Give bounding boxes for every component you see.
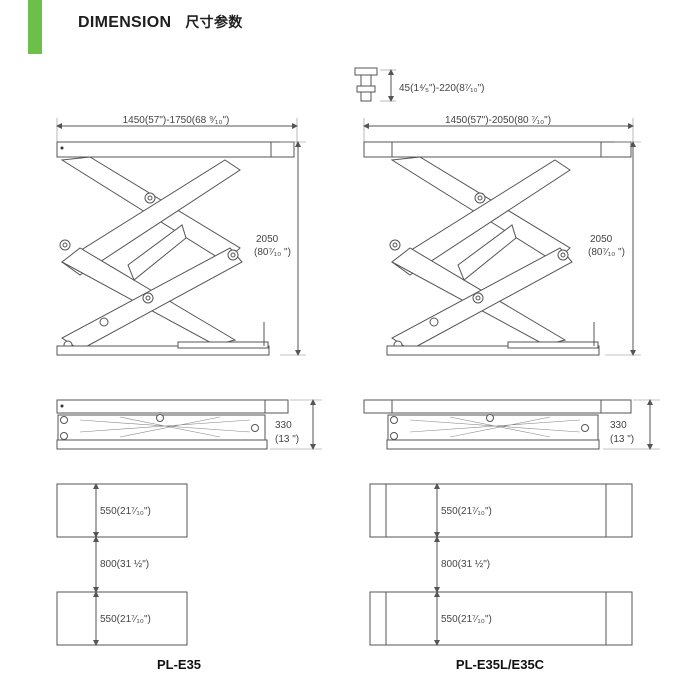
right-gap-label: 800(31 ½") (441, 559, 490, 570)
adapter-block (354, 67, 396, 102)
left-low-height-in-label: (13 ") (275, 434, 299, 445)
right-pad-width-top: 550(21⁷⁄₁₀") (441, 506, 492, 517)
right-height-in-label: (80⁷⁄₁₀ ") (588, 247, 625, 258)
left-scissor-arms (60, 156, 243, 351)
right-pad-top (369, 483, 633, 538)
right-low-height-label: 330 (610, 420, 627, 431)
left-top-view: 550(21⁷⁄₁₀") 800(31 ½") 550(21⁷⁄₁₀") PL-… (56, 483, 201, 672)
left-length-label: 1450(57")-1750(68 ⁹⁄₁₀") (123, 115, 230, 126)
left-top-platform (56, 141, 272, 158)
right-extension-left (363, 141, 393, 158)
right-adapter-label: 45(1⁴⁄₅")-220(8⁷⁄₁₀") (399, 83, 485, 94)
left-extension (270, 141, 295, 158)
right-top-platform (391, 141, 602, 158)
right-low-height-in-label: (13 ") (610, 434, 634, 445)
page-title: DIMENSION 尺寸参数 (78, 12, 243, 32)
left-height-label: 2050 (256, 234, 279, 245)
left-lowered-view: 330 (13 ") (56, 399, 322, 450)
left-raised-view: 1450(57")-1750(68 ⁹⁄₁₀") 2050 (56, 115, 306, 356)
right-length-label: 1450(57")-2050(80 ⁷⁄₁₀") (445, 115, 551, 126)
right-top-view: 550(21⁷⁄₁₀") 800(31 ½") 550(21⁷⁄₁₀") PL-… (369, 483, 633, 672)
title-text: DIMENSION (78, 14, 172, 31)
left-pad-top (56, 483, 188, 538)
left-base (56, 345, 270, 356)
left-model-label: PL-E35 (157, 657, 201, 672)
left-height-in-label: (80⁷⁄₁₀ ") (254, 247, 291, 258)
right-pad-width-bottom: 550(21⁷⁄₁₀") (441, 614, 492, 625)
left-gap-label: 800(31 ½") (100, 559, 149, 570)
title-cn: 尺寸参数 (185, 14, 243, 30)
accent-bar (28, 0, 42, 54)
left-pad-bottom (56, 591, 188, 646)
right-lowered-view: 330 (13 ") (363, 399, 660, 450)
right-height-label: 2050 (590, 234, 613, 245)
right-base (386, 345, 600, 356)
right-pad-bottom (369, 591, 633, 646)
right-model-label: PL-E35L/E35C (456, 657, 545, 672)
right-scissor-arms (390, 156, 573, 351)
left-low-height-label: 330 (275, 420, 292, 431)
left-pivot-bolts (59, 192, 239, 350)
left-pad-width-top: 550(21⁷⁄₁₀") (100, 506, 151, 517)
left-pad-width-bottom: 550(21⁷⁄₁₀") (100, 614, 151, 625)
right-extension-right (600, 141, 632, 158)
right-raised-view: 45(1⁴⁄₅")-220(8⁷⁄₁₀") 1450(57")-2050(80 … (354, 67, 641, 356)
